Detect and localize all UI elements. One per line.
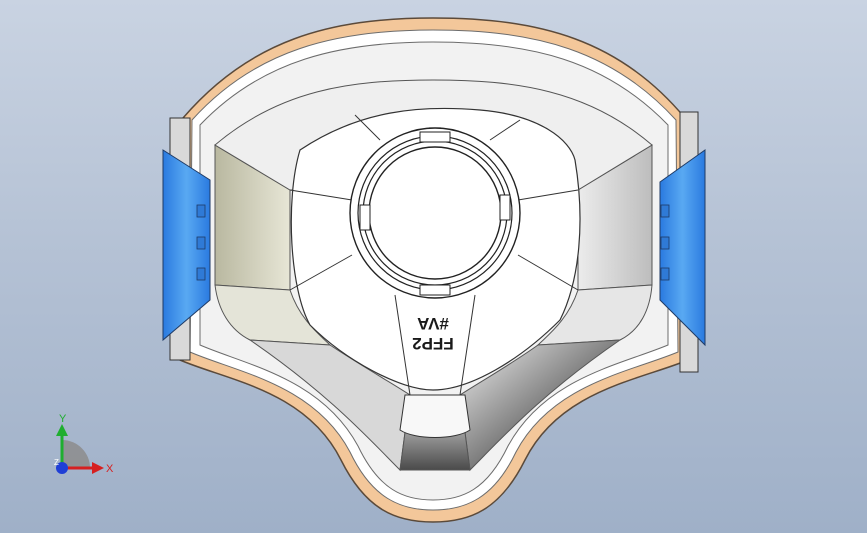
left-strap[interactable]: [162, 117, 211, 361]
y-axis-label: Y: [59, 413, 67, 425]
x-axis-label: X: [106, 463, 114, 475]
mask-marking-line2: #VA: [417, 314, 449, 333]
mask-marking: FFP2 #VA: [412, 314, 454, 353]
exhalation-valve[interactable]: [349, 127, 521, 299]
z-axis-label: Z: [54, 458, 59, 467]
mask-bottom-right-shadow: [459, 339, 622, 472]
z-axis-origin: [56, 462, 68, 474]
mask-marking-line1: FFP2: [412, 334, 454, 353]
right-strap[interactable]: [659, 111, 706, 373]
y-axis-arrow: [56, 424, 68, 436]
housing-lower-tip: [399, 394, 471, 438]
triad-plane-indicator: [62, 440, 90, 468]
x-axis-arrow: [92, 462, 104, 474]
coordinate-triad: Y X Z: [54, 413, 114, 475]
